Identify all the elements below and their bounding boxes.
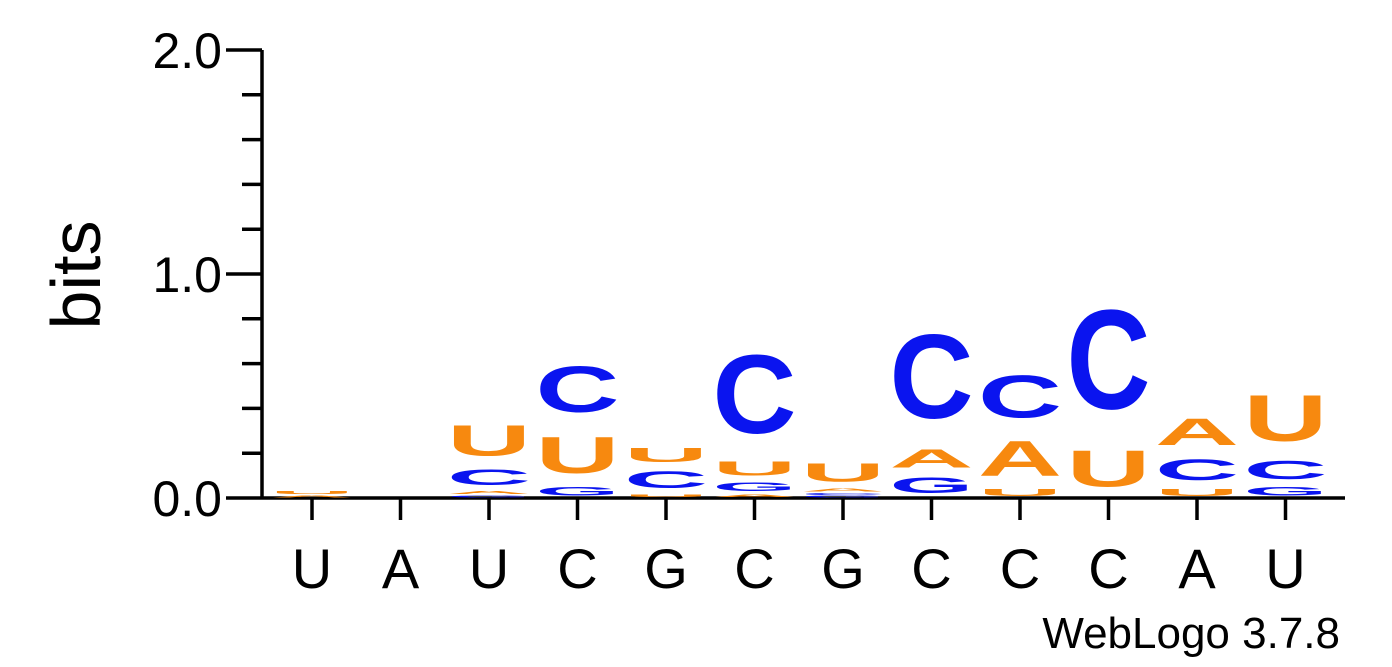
x-tick-label: G xyxy=(821,537,865,600)
logo-letter-u: U xyxy=(978,487,1062,498)
logo-letter-u: U xyxy=(1244,382,1328,456)
x-tick-label: C xyxy=(1000,537,1040,600)
logo-letter-c: C xyxy=(801,493,885,496)
logo-letter-u: U xyxy=(624,444,708,467)
logo-letter-a: A xyxy=(801,487,885,493)
x-tick-label: G xyxy=(644,537,688,600)
y-tick-label: 0.0 xyxy=(152,471,222,527)
logo-letter-a: A xyxy=(1155,411,1239,453)
logo-letter-g: G xyxy=(536,485,620,498)
weblogo-credit: WebLogo 3.7.8 xyxy=(1042,609,1340,658)
logo-letter-u: U xyxy=(1155,487,1239,498)
logo-letter-u: U xyxy=(447,415,531,465)
logo-letter-g: G xyxy=(447,495,531,498)
logo-letter-g: G xyxy=(890,473,974,498)
logo-letter-c: C xyxy=(624,467,708,494)
logo-letter-u: U xyxy=(624,494,708,498)
x-tick-label: U xyxy=(1265,537,1305,600)
y-tick-label: 2.0 xyxy=(152,23,222,79)
logo-letter-a: A xyxy=(270,495,354,498)
x-tick-label: U xyxy=(292,537,332,600)
x-tick-label: A xyxy=(1178,537,1216,600)
x-tick-label: A xyxy=(382,537,420,600)
logo-letter-c: C xyxy=(1067,281,1151,440)
logo-letter-c: C xyxy=(978,363,1062,430)
logo-letter-u: U xyxy=(1067,440,1151,498)
logo-letter-u: U xyxy=(270,490,354,496)
logo-letter-u: U xyxy=(536,426,620,484)
logo-letter-g: G xyxy=(801,495,885,498)
logo-letter-g: G xyxy=(713,480,797,493)
x-tick-label: C xyxy=(1088,537,1128,600)
logo-letter-a: A xyxy=(713,494,797,498)
x-tick-label: C xyxy=(557,537,597,600)
logo-letter-c: C xyxy=(536,352,620,426)
logo-letter-g: G xyxy=(1244,485,1328,498)
x-tick-label: C xyxy=(911,537,951,600)
logo-letter-u: U xyxy=(713,457,797,480)
y-axis-title: bits xyxy=(37,221,115,330)
logo-letter-c: C xyxy=(890,310,974,444)
logo-letter-u: U xyxy=(801,458,885,487)
logo-letter-c: C xyxy=(447,465,531,490)
x-tick-label: C xyxy=(734,537,774,600)
logo-letter-a: A xyxy=(890,444,974,473)
logo-letter-a: A xyxy=(978,431,1062,487)
logo-letter-c: C xyxy=(1244,455,1328,484)
logo-letter-c: C xyxy=(1155,453,1239,487)
logo-letter-a: A xyxy=(447,490,531,496)
y-tick-label: 1.0 xyxy=(152,247,222,303)
logo-letter-c: C xyxy=(713,333,797,458)
x-tick-label: U xyxy=(469,537,509,600)
